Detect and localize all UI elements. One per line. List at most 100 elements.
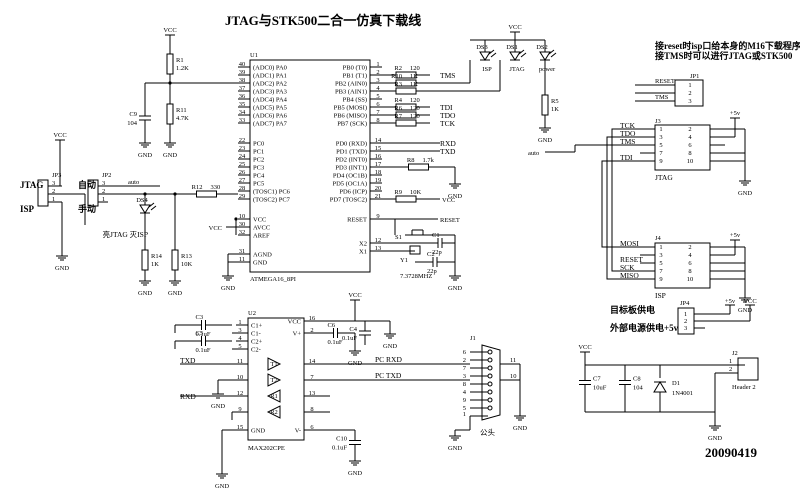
pin-number: 2 xyxy=(52,188,55,195)
vcc-label: VCC xyxy=(508,24,521,31)
led-label: power xyxy=(539,66,556,73)
gnd-label: GND xyxy=(348,470,362,477)
resistor-value: 10K xyxy=(181,261,193,268)
net-label-txd: TXD xyxy=(440,147,456,156)
pin-number: 10 xyxy=(239,213,246,220)
wire xyxy=(550,52,557,58)
led-ref: DS2 xyxy=(536,44,548,51)
gnd-label: GND xyxy=(738,307,752,314)
pin-number: 7 xyxy=(463,365,467,372)
crystal-value: 7.3728MHZ xyxy=(400,273,432,280)
gate-label: R2 xyxy=(270,409,278,416)
capacitor-value: 22p xyxy=(427,268,437,275)
pin-number: 40 xyxy=(239,61,246,68)
resistor xyxy=(141,249,149,271)
pin-number: 9 xyxy=(659,158,662,165)
pin-number: 2 xyxy=(688,126,691,133)
pin-number: 1 xyxy=(659,244,662,251)
pin-name: AGND xyxy=(253,252,272,259)
pin-name: PC2 xyxy=(253,157,264,164)
pin-number: 12 xyxy=(375,237,382,244)
pin-number: 2 xyxy=(729,366,732,373)
jp4-ref: JP4 xyxy=(680,300,690,307)
j2-ref: J2 xyxy=(732,350,738,357)
pin-number: 1 xyxy=(102,196,105,203)
pin-number: 6 xyxy=(376,101,380,108)
resistor xyxy=(196,190,217,198)
jp3-label-b: ISP xyxy=(20,204,35,214)
resistor-value: 1K xyxy=(551,106,559,113)
db9-pin xyxy=(487,397,493,403)
pin-number: 2 xyxy=(688,244,691,251)
pin-number: 9 xyxy=(463,397,466,404)
u2-ref: U2 xyxy=(248,310,256,317)
pin-number: 6 xyxy=(310,424,314,431)
j4-label: ISP xyxy=(655,291,666,300)
pin-number: 11 xyxy=(510,357,516,364)
j4-ref: J4 xyxy=(655,235,662,242)
gnd-label: GND xyxy=(383,343,397,350)
resistor-value: 120 xyxy=(410,113,420,120)
resistor-value: 1.2K xyxy=(176,65,189,72)
pin-number: 3 xyxy=(659,134,662,141)
pin-number: 31 xyxy=(239,248,246,255)
pin-number: 22 xyxy=(239,137,246,144)
j3-label: JTAG xyxy=(655,173,673,182)
pin-number: 16 xyxy=(309,315,316,322)
net-label-rxd: RXD xyxy=(440,139,456,148)
u2-part: MAX202CPE xyxy=(248,445,285,452)
pin-number: 10 xyxy=(687,276,694,283)
jp3-ref: JP3 xyxy=(52,172,61,179)
resistor-ref: R6 xyxy=(394,105,402,112)
pin-number: 7 xyxy=(310,374,314,381)
pin-number: 6 xyxy=(688,260,692,267)
pin-name: PB7 (SCK) xyxy=(337,121,367,128)
jp3-label-a: JTAG xyxy=(20,180,43,190)
vcc-label: VCC xyxy=(578,344,591,351)
pin-name: PC0 xyxy=(253,141,264,148)
pin-number: 29 xyxy=(239,193,246,200)
pin-number: 36 xyxy=(239,93,246,100)
wire xyxy=(548,49,555,55)
buffer-gate xyxy=(266,389,281,403)
vcc-label: VCC xyxy=(53,132,66,139)
jp4-label-2: 外部电源供电+5v xyxy=(609,322,679,333)
resistor-value: 330 xyxy=(211,184,221,191)
vcc-label: VCC xyxy=(442,197,455,204)
j3-ref: J3 xyxy=(655,118,661,125)
net-label: RESET xyxy=(655,78,675,85)
gnd-label: GND xyxy=(215,483,229,490)
resistor-value: 120 xyxy=(410,97,420,104)
pin-name: PC5 xyxy=(253,181,264,188)
note-line-2: 接TMS时可以进行JTAG或STK500 xyxy=(655,50,793,61)
resistor xyxy=(166,53,174,75)
wire xyxy=(611,128,640,272)
gate-label: T1 xyxy=(270,361,277,368)
pin-name: (TOSC2) PC7 xyxy=(253,197,291,204)
pin-number: 2 xyxy=(463,357,466,364)
pin-number: 1 xyxy=(238,319,241,326)
pin-number: 2 xyxy=(310,327,313,334)
diode-ref: D1 xyxy=(672,380,680,387)
gnd-label: GND xyxy=(448,285,462,292)
pin-number: 3 xyxy=(376,77,379,84)
resistor-ref: R4 xyxy=(394,97,402,104)
jp1-ref: JP1 xyxy=(690,73,699,80)
capacitor-value: 10uF xyxy=(593,385,607,392)
j2-body xyxy=(737,357,759,381)
resistor-ref: R5 xyxy=(551,98,559,105)
pin-number: 15 xyxy=(237,424,244,431)
u2-body xyxy=(247,317,305,441)
signal-label: TDO xyxy=(620,129,636,138)
pin-number: 28 xyxy=(239,185,246,192)
jp2-label-a: 自动 xyxy=(78,179,96,190)
net-label-pc-txd: PC TXD xyxy=(375,371,402,380)
pin-name: PD3 (INT1) xyxy=(335,165,367,172)
resistor xyxy=(395,195,417,203)
signal-label: MOSI xyxy=(620,239,639,248)
resistor xyxy=(408,163,429,171)
pin-name: (ADC0) PA0 xyxy=(253,65,287,72)
pin-number: 4 xyxy=(238,335,242,342)
jp2-ref: JP2 xyxy=(102,172,111,179)
pin-name: PD1 (TXD) xyxy=(336,149,367,156)
